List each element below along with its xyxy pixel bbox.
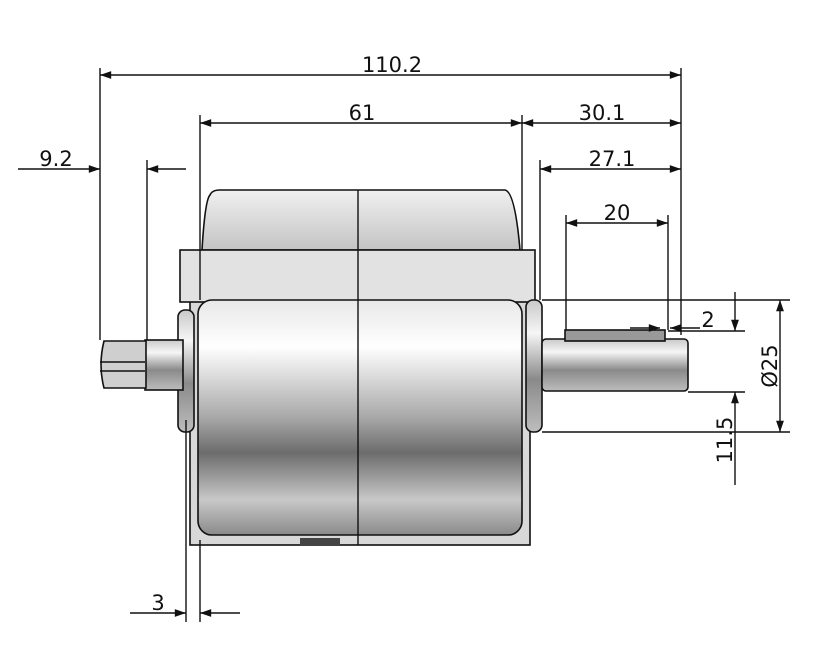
dim-key-length: 20 xyxy=(604,201,631,225)
bottom-hole xyxy=(300,538,340,546)
dimension-lines xyxy=(18,68,790,622)
roller-body xyxy=(197,299,523,536)
dim-right-shaft-total: 30.1 xyxy=(579,101,626,125)
dim-shaft-offset: 11.5 xyxy=(713,417,737,464)
keyway xyxy=(564,329,666,342)
left-shaft xyxy=(144,339,184,391)
roller-top xyxy=(201,189,521,251)
dim-left-shaft: 9.2 xyxy=(39,147,72,171)
dim-bracket-thickness: 3 xyxy=(151,591,164,615)
dim-diameter: Ø25 xyxy=(758,344,782,387)
right-flange xyxy=(525,299,543,433)
dim-overall-length: 110.2 xyxy=(362,53,422,77)
roller-assembly xyxy=(100,189,689,546)
dim-right-shaft-length: 27.1 xyxy=(589,147,636,171)
dim-key-height: 2 xyxy=(701,308,714,332)
right-shaft xyxy=(541,338,689,392)
left-shaft-hex xyxy=(100,340,147,389)
dim-roller-width: 61 xyxy=(349,101,376,125)
